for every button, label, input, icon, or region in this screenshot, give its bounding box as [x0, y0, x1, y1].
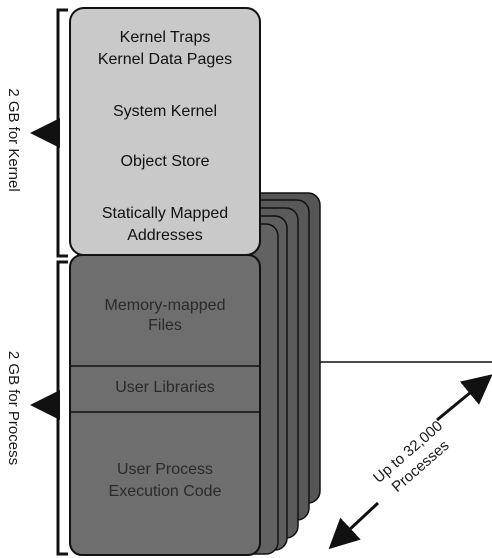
kernel-traps-label: Kernel Traps [120, 29, 211, 46]
down-left-arrow-icon [328, 501, 380, 550]
process-bracket [56, 260, 68, 556]
system-kernel-label: System Kernel [113, 103, 217, 120]
size-brackets [29, 8, 68, 556]
user-libraries-label: User Libraries [115, 379, 215, 396]
process-count-indicator: Up to 32,000 Processes [320, 361, 492, 550]
kernel-bracket [56, 8, 68, 258]
kernel-block-body [69, 7, 261, 256]
kernel-data-pages-label: Kernel Data Pages [98, 51, 232, 68]
execution-code-label: Execution Code [109, 483, 222, 500]
up-right-arrow-icon [436, 374, 492, 422]
files-label: Files [148, 317, 182, 334]
statically-mapped-label: Statically Mapped [102, 205, 228, 222]
process-size-label: 2 GB for Process [5, 351, 22, 465]
object-store-label: Object Store [121, 153, 210, 170]
kernel-block: Kernel Traps Kernel Data Pages System Ke… [69, 7, 261, 256]
addresses-label: Addresses [127, 227, 203, 244]
user-process-label: User Process [117, 461, 213, 478]
process-block: Memory-mapped Files User Libraries User … [69, 254, 261, 556]
memory-mapped-label: Memory-mapped [105, 297, 226, 314]
kernel-size-label: 2 GB for Kernel [5, 88, 22, 191]
